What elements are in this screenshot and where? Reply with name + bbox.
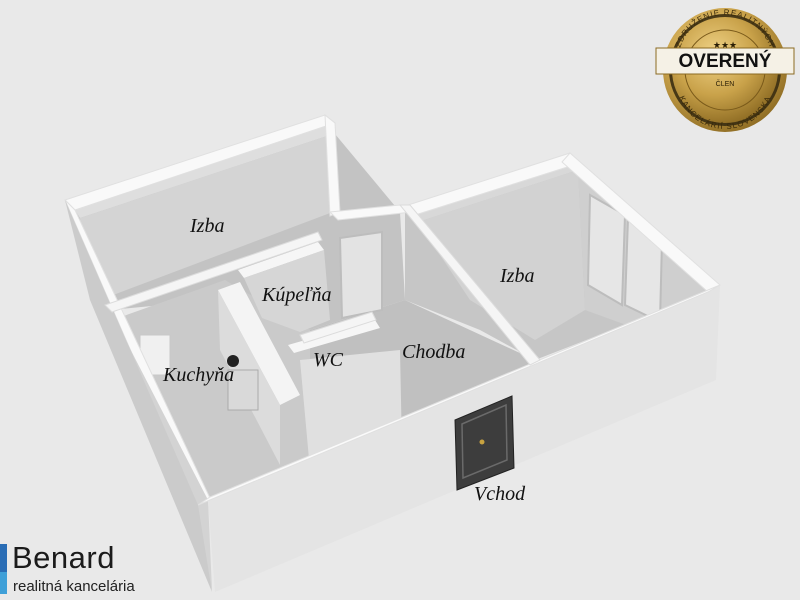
partition-hall-right — [398, 204, 541, 366]
partition-izba-kitchen — [104, 231, 323, 313]
badge-sub: ČLEN — [716, 79, 735, 88]
wall-wc-top — [288, 320, 380, 353]
label-kupelna: Kúpeľňa — [261, 284, 332, 306]
wall-back-left-inner — [80, 135, 338, 300]
label-chodba: Chodba — [402, 341, 465, 363]
wall-tops — [64, 113, 721, 506]
stove-burner-icon — [227, 355, 239, 367]
wall-left-face — [65, 200, 212, 592]
logo-tagline: realitná kancelária — [13, 578, 135, 595]
logo-brand: Benard — [12, 540, 115, 575]
wall-back-right-inner — [418, 170, 585, 340]
stove — [227, 369, 259, 411]
label-wc: WC — [313, 349, 344, 371]
benard-logo: Benard realitná kancelária — [0, 540, 160, 600]
partition-hall-kitchen — [299, 311, 377, 344]
badge-ribbon — [655, 47, 795, 75]
logo-bar-accent — [0, 572, 7, 594]
room-labels: Izba Izba Kúpeľňa WC Chodba Kuchyňa Vcho… — [162, 215, 534, 505]
partitions — [104, 204, 541, 366]
label-kuchyna: Kuchyňa — [162, 364, 234, 386]
logo-bar — [0, 544, 7, 594]
walltop-front-main — [197, 284, 721, 506]
wall-counter — [218, 282, 300, 405]
label-izba-left: Izba — [189, 215, 224, 237]
door-handle — [479, 439, 485, 445]
wall-bath-top — [238, 242, 324, 278]
door-back-bath — [338, 230, 383, 320]
badge-main: OVERENÝ — [679, 50, 772, 72]
door-vchod — [454, 395, 515, 491]
verified-member-badge: ZDRUŽENIE REALITNÝCH KANCELÁRIÍ SLOVENSK… — [655, 8, 795, 132]
door-panel — [461, 403, 508, 480]
label-izba-right: Izba — [499, 265, 534, 287]
label-vchod: Vchod — [474, 483, 526, 505]
badge-stars: ★★★ — [713, 40, 737, 50]
entrance-door — [454, 395, 515, 491]
wall-bath-front — [244, 250, 330, 332]
